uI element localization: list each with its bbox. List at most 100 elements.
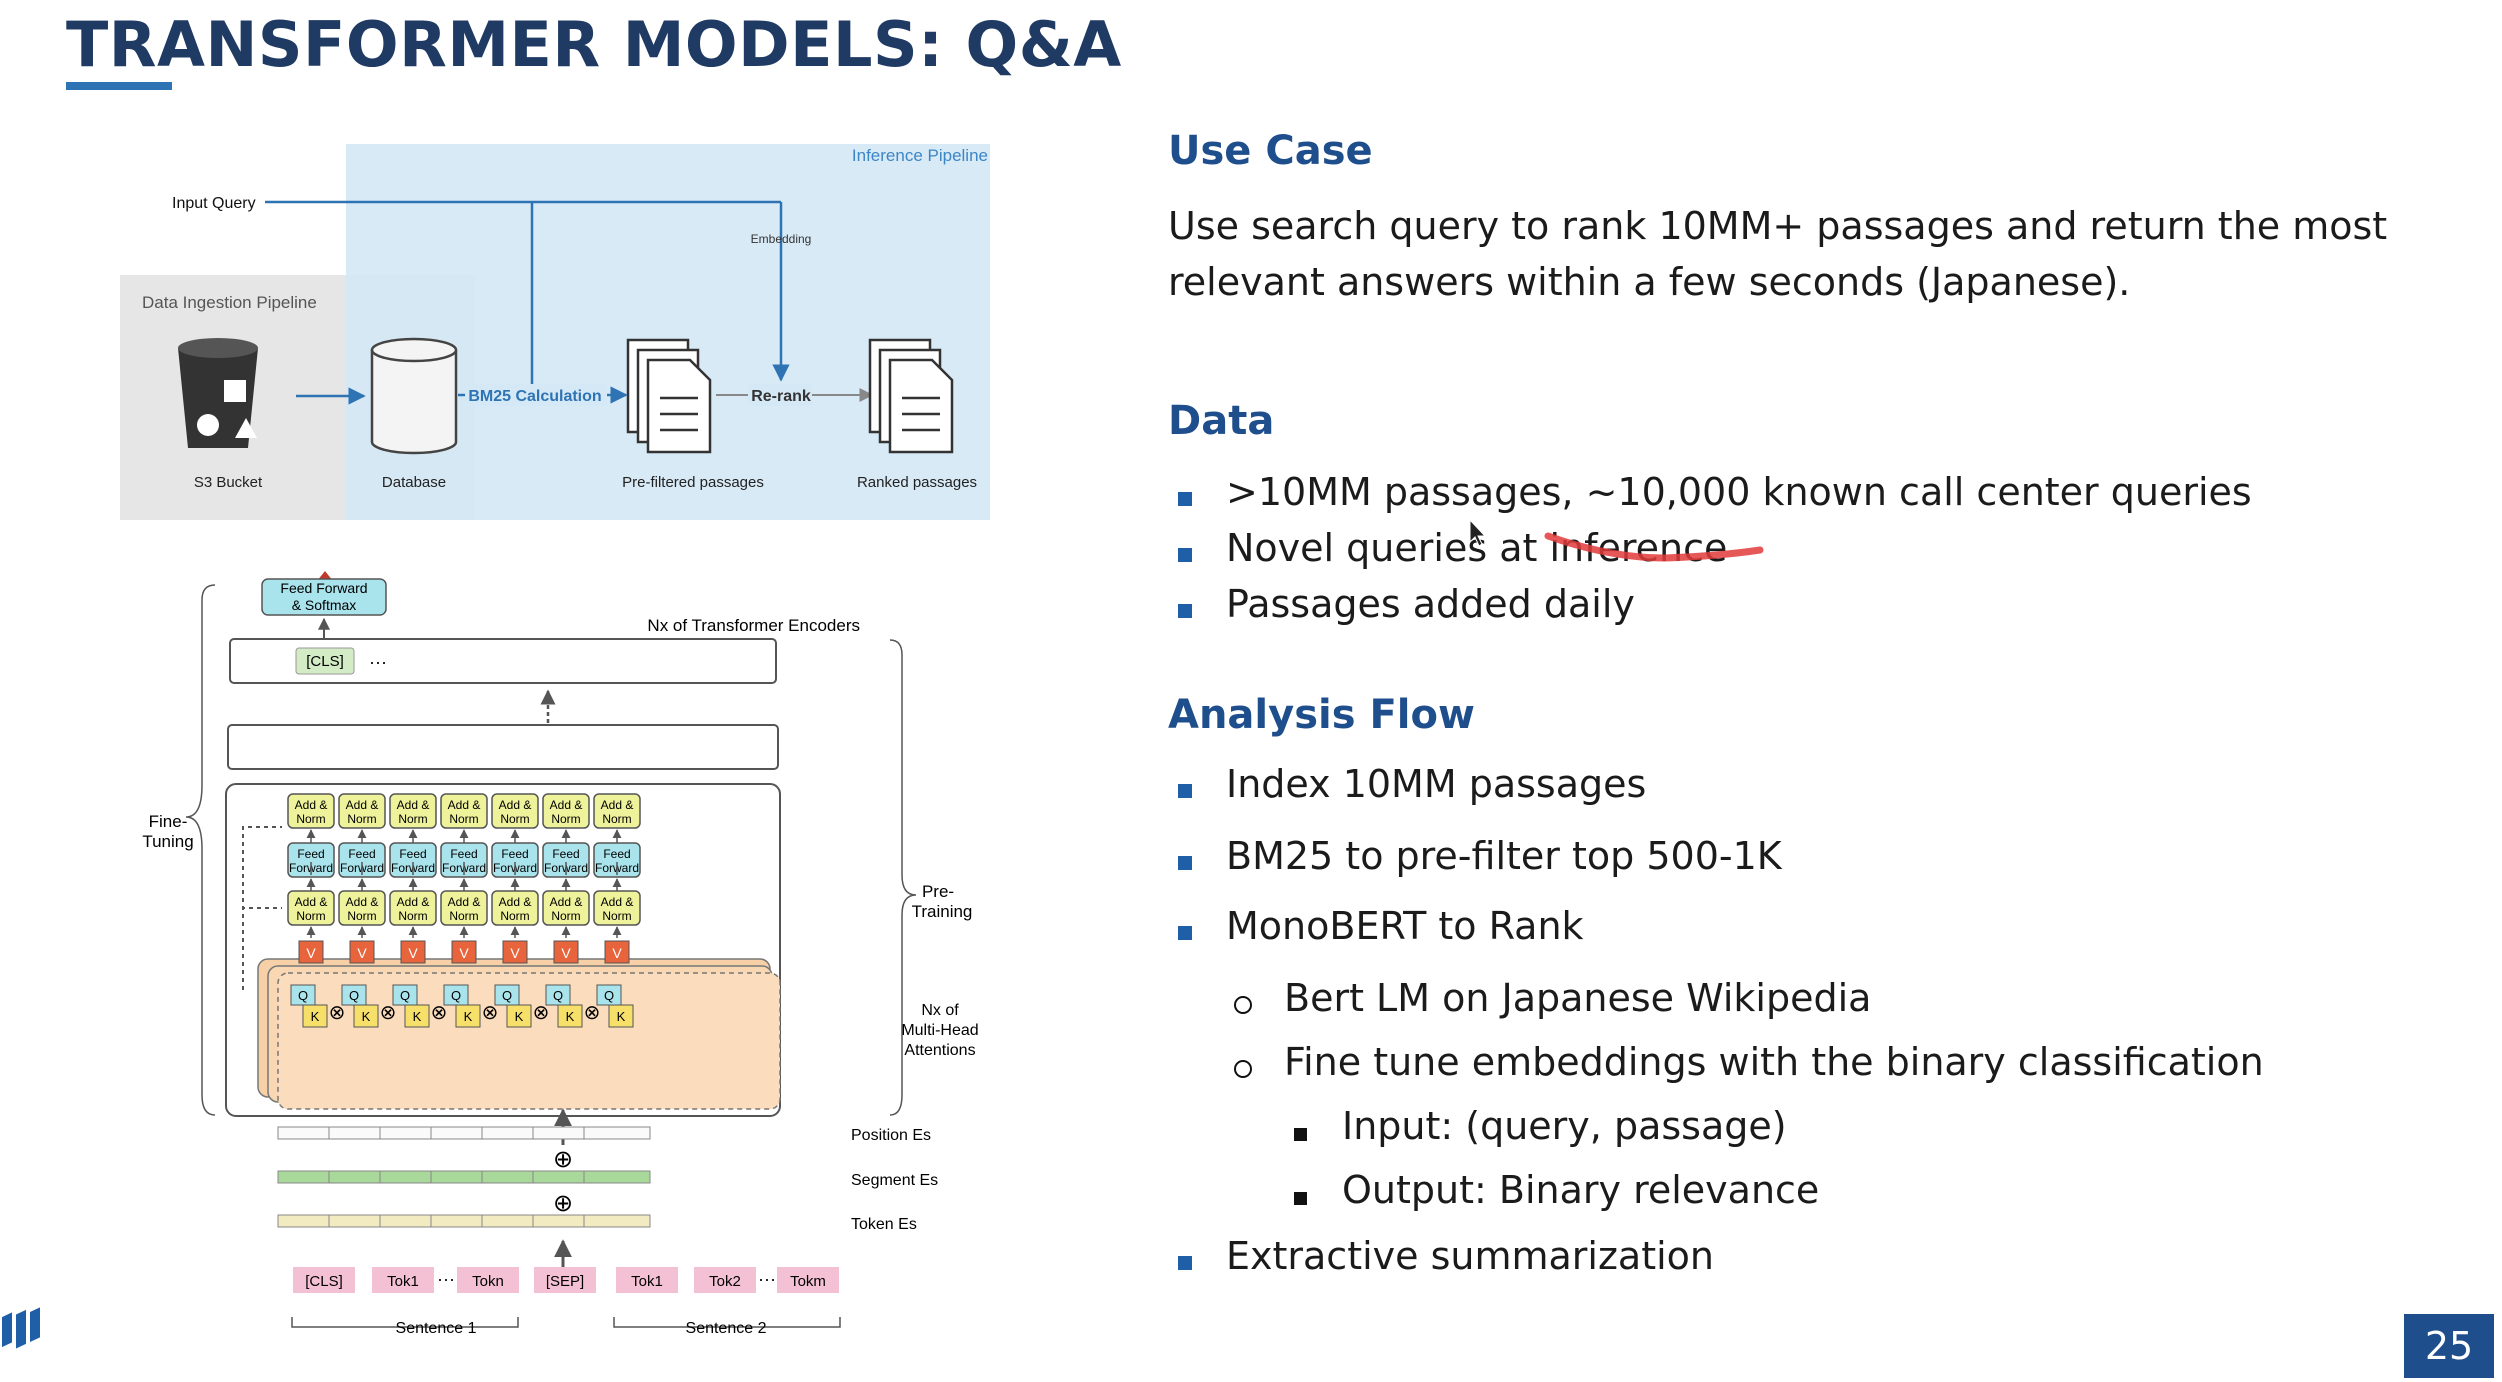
token-label: Tok1	[387, 1273, 419, 1290]
token-box	[777, 1267, 839, 1293]
svg-text:Q: Q	[553, 988, 563, 1003]
multiply-icon: ⊗	[431, 1002, 448, 1024]
svg-text:Norm: Norm	[602, 909, 631, 923]
svg-text:Feed: Feed	[450, 847, 477, 861]
s3-bucket-label: S3 Bucket	[194, 474, 263, 491]
svg-text:Norm: Norm	[347, 812, 376, 826]
svg-text:Add &: Add &	[346, 895, 379, 909]
svg-text:K: K	[311, 1009, 320, 1024]
svg-text:Feed: Feed	[399, 847, 426, 861]
svg-text:Norm: Norm	[551, 909, 580, 923]
list-item: >10MM passages, ~10,000 known call cente…	[1226, 470, 2252, 514]
prefiltered-documents-icon	[626, 338, 712, 454]
svg-text:K: K	[566, 1009, 575, 1024]
svg-text:Norm: Norm	[500, 909, 529, 923]
plus-icon: ⊕	[553, 1146, 573, 1173]
multiply-icon: ⊗	[584, 1002, 601, 1024]
sentence-2-label: Sentence 2	[686, 1320, 767, 1337]
svg-text:Q: Q	[349, 988, 359, 1003]
pre-training-label: Pre-	[922, 882, 954, 901]
svg-text:Add &: Add &	[499, 895, 532, 909]
bert-diagram: Feed Forward & Softmax Fine- Tuning Pre-…	[142, 571, 979, 1337]
use-case-line: Use search query to rank 10MM+ passages …	[1168, 204, 2388, 248]
svg-text:Add &: Add &	[346, 798, 379, 812]
svg-text:K: K	[413, 1009, 422, 1024]
svg-text:Feed Forward: Feed Forward	[280, 580, 367, 596]
svg-text:Norm: Norm	[551, 812, 580, 826]
svg-text:Multi-Head: Multi-Head	[901, 1022, 978, 1039]
prefiltered-label: Pre-filtered passages	[622, 474, 764, 491]
ranked-label: Ranked passages	[857, 474, 977, 491]
s3-bucket-icon	[178, 338, 258, 448]
list-item: Extractive summarization	[1226, 1234, 1715, 1278]
svg-text:Feed: Feed	[501, 847, 528, 861]
svg-text:Add &: Add &	[397, 895, 430, 909]
input-query-label: Input Query	[172, 195, 256, 212]
svg-text:Add &: Add &	[448, 895, 481, 909]
database-label: Database	[382, 474, 446, 491]
segment-es-label: Segment Es	[851, 1172, 938, 1189]
token-box	[534, 1267, 596, 1293]
bm25-label: BM25 Calculation	[468, 388, 601, 405]
ingestion-pipeline-label: Data Ingestion Pipeline	[142, 293, 317, 312]
sub-sub-list-item: Input: (query, passage)	[1342, 1104, 1787, 1148]
svg-text:Norm: Norm	[449, 812, 478, 826]
sub-list-item: Bert LM on Japanese Wikipedia	[1284, 976, 1872, 1020]
svg-text:V: V	[408, 945, 418, 961]
svg-text:Q: Q	[604, 988, 614, 1003]
multiply-icon: ⊗	[380, 1002, 397, 1024]
svg-text:K: K	[362, 1009, 371, 1024]
sub-sub-list-item: Output: Binary relevance	[1342, 1168, 1820, 1212]
inference-region	[346, 144, 990, 520]
svg-text:Norm: Norm	[347, 909, 376, 923]
cls-output-label: [CLS]	[306, 653, 344, 670]
svg-text:V: V	[459, 945, 469, 961]
svg-text:Feed: Feed	[297, 847, 324, 861]
svg-text:V: V	[561, 945, 571, 961]
slide-title: TRANSFORMER MODELS: Q&A	[66, 8, 1122, 81]
data-heading: Data	[1168, 398, 1275, 444]
svg-text:Norm: Norm	[398, 812, 427, 826]
svg-text:···: ···	[758, 1269, 776, 1289]
ranked-documents-icon	[868, 338, 954, 454]
svg-text:V: V	[612, 945, 622, 961]
mouse-cursor-icon	[1469, 518, 1487, 547]
svg-text:K: K	[464, 1009, 473, 1024]
token-label: [SEP]	[546, 1273, 584, 1290]
svg-text:Feed: Feed	[348, 847, 375, 861]
svg-text:Add &: Add &	[295, 895, 328, 909]
use-case-heading: Use Case	[1168, 128, 1373, 174]
embedding-label: Embedding	[751, 232, 812, 246]
list-item: BM25 to pre-filter top 500-1K	[1226, 834, 1782, 878]
title-underline	[66, 82, 172, 90]
svg-text:···: ···	[369, 652, 387, 672]
svg-text:Norm: Norm	[398, 909, 427, 923]
svg-text:Norm: Norm	[296, 812, 325, 826]
svg-text:V: V	[510, 945, 520, 961]
token-label: Tok1	[631, 1273, 663, 1290]
svg-text:Add &: Add &	[499, 798, 532, 812]
svg-text:K: K	[617, 1009, 626, 1024]
svg-text:Add &: Add &	[550, 895, 583, 909]
multiply-icon: ⊗	[329, 1002, 346, 1024]
database-icon	[370, 337, 458, 455]
token-label: Tokn	[472, 1273, 504, 1290]
analysis-heading: Analysis Flow	[1168, 692, 1475, 738]
svg-text:Q: Q	[451, 988, 461, 1003]
multiply-icon: ⊗	[533, 1002, 550, 1024]
svg-text:V: V	[357, 945, 367, 961]
svg-text:Norm: Norm	[500, 812, 529, 826]
position-embedding	[583, 1126, 651, 1140]
token-box	[372, 1267, 434, 1293]
svg-text:Add &: Add &	[550, 798, 583, 812]
token-box	[293, 1267, 355, 1293]
token-box	[694, 1267, 756, 1293]
list-item: MonoBERT to Rank	[1226, 904, 1584, 948]
token-embedding	[583, 1214, 651, 1228]
